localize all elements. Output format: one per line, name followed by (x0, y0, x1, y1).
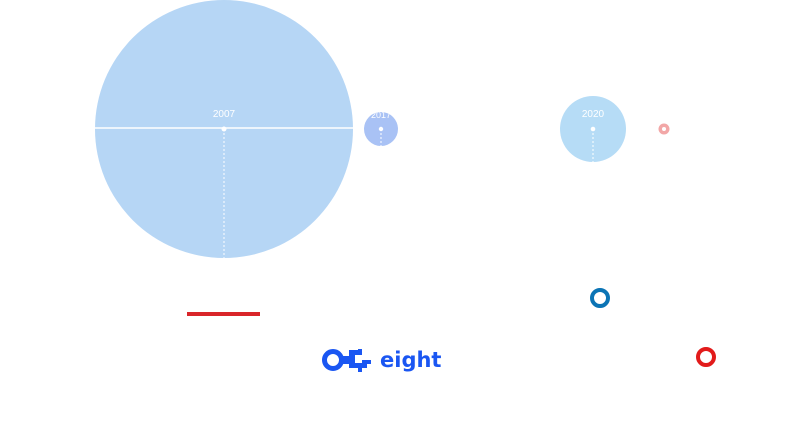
bubble-2007-dot (221, 126, 227, 132)
bubble-pink (658, 123, 670, 135)
bubble-2017-label: 2017 (371, 110, 391, 120)
bubble-2020-dot (590, 126, 596, 132)
bubble-2020-label: 2020 (582, 109, 605, 120)
bubble-2007: 2007 (95, 0, 353, 258)
eight-logo-text: eight (380, 348, 441, 372)
bubble-2007-label: 2007 (213, 109, 236, 120)
blue-ring-marker (590, 288, 610, 308)
eight-logo: eight (322, 348, 441, 372)
bubble-2020: 2020 (560, 96, 626, 162)
red-ring-marker (696, 347, 716, 367)
bubble-pink-dot (662, 127, 666, 131)
bubble-2017-dot (378, 126, 384, 132)
bubble-2017: 2017 (364, 110, 398, 146)
eight-logo-icon (322, 349, 371, 372)
